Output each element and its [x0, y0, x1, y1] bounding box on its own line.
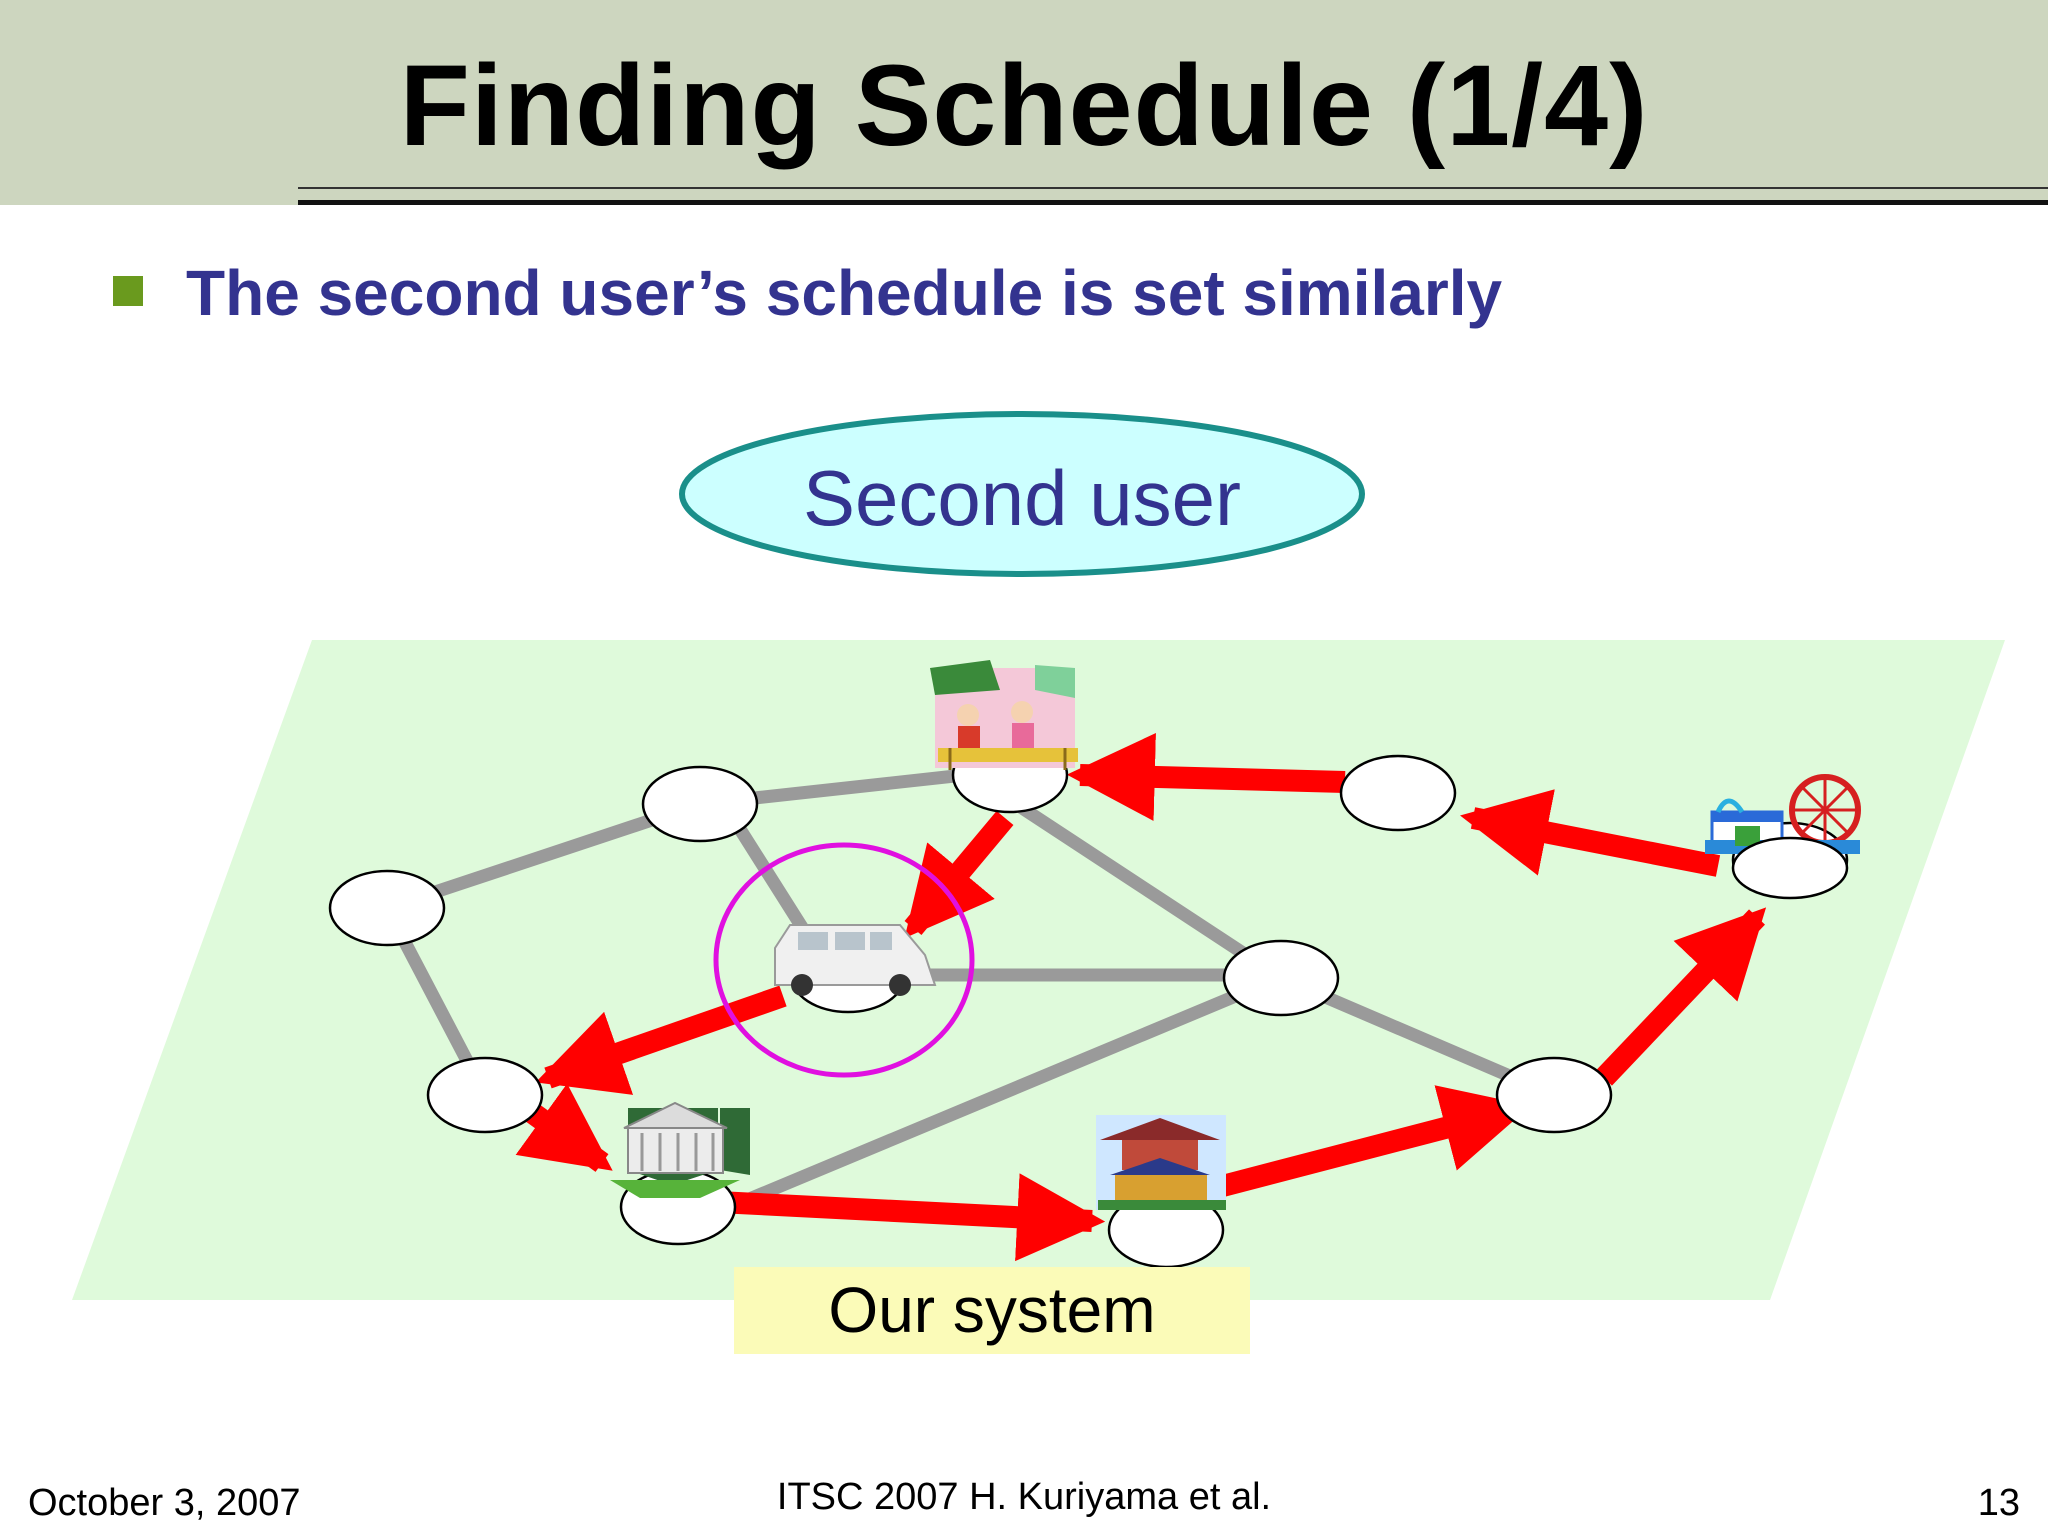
route-arrows — [515, 732, 1767, 1262]
route-arrow — [1066, 732, 1346, 821]
title-rule-thick — [298, 200, 2048, 205]
route-diagram: Second user — [72, 411, 2005, 1300]
title-rule-thin — [298, 187, 2048, 189]
road-edge — [673, 983, 1257, 1235]
node-group-icons — [1731, 836, 1849, 900]
van-icon — [774, 924, 937, 996]
route-arrow — [535, 985, 787, 1095]
restaurant-icon — [930, 660, 1078, 770]
map-node — [641, 765, 759, 843]
footer-date: October 3, 2007 — [28, 1482, 301, 1524]
bullet-square-icon — [113, 276, 143, 306]
title-band — [0, 0, 2048, 205]
map-node — [1731, 836, 1849, 900]
route-arrow — [904, 810, 1014, 939]
route-arrow — [717, 1173, 1106, 1262]
castle-icon — [1096, 1115, 1226, 1210]
map-node — [426, 1056, 544, 1134]
footer-page-number: 13 — [1977, 1482, 2020, 1524]
second-user-ellipse: Second user — [679, 411, 1365, 577]
road-edge — [380, 797, 707, 915]
map-node — [1222, 939, 1340, 1017]
van-highlight-ring — [713, 842, 975, 1078]
our-system-label: Our system — [734, 1267, 1250, 1354]
route-arrow — [515, 1083, 613, 1172]
slide-title: Finding Schedule (1/4) — [399, 42, 1649, 170]
route-arrow — [1596, 907, 1767, 1086]
bullet-text: The second user’s schedule is set simila… — [186, 257, 1503, 329]
map-node — [1339, 754, 1457, 832]
route-arrow — [1212, 1085, 1531, 1199]
second-user-label: Second user — [803, 454, 1241, 542]
map-node — [1495, 1056, 1613, 1134]
museum-icon — [610, 1101, 750, 1198]
route-arrow — [1460, 789, 1721, 877]
road-edge — [1003, 793, 1288, 985]
map-node — [328, 869, 446, 947]
footer-citation: ITSC 2007 H. Kuriyama et al. — [776, 1476, 1272, 1518]
